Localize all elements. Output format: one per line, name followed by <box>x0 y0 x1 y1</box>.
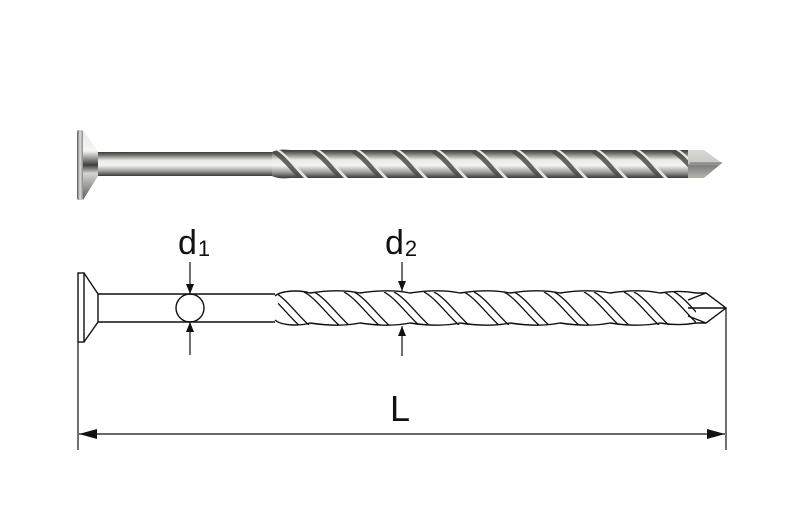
d1-symbol: d <box>178 224 197 262</box>
d2-symbol: d <box>385 224 404 262</box>
thread-outline <box>274 290 697 326</box>
tip-outline <box>687 292 728 324</box>
head-cone-outline <box>83 272 99 343</box>
countersunk-head <box>83 130 98 200</box>
nail-render <box>77 130 722 200</box>
d1-section-circle <box>175 293 205 323</box>
d1-subscript: 1 <box>197 236 211 261</box>
shank-outline <box>98 293 275 323</box>
length-dimension <box>77 308 727 450</box>
smooth-shank <box>98 152 274 176</box>
head-plate-outline <box>77 272 85 343</box>
nail-tip <box>688 150 722 178</box>
twisted-shank <box>272 149 700 179</box>
head-rim <box>77 130 83 200</box>
d1-label: d1 <box>178 226 210 260</box>
length-label: L <box>390 388 411 429</box>
d2-label: d2 <box>385 226 417 260</box>
d2-subscript: 2 <box>404 236 418 261</box>
